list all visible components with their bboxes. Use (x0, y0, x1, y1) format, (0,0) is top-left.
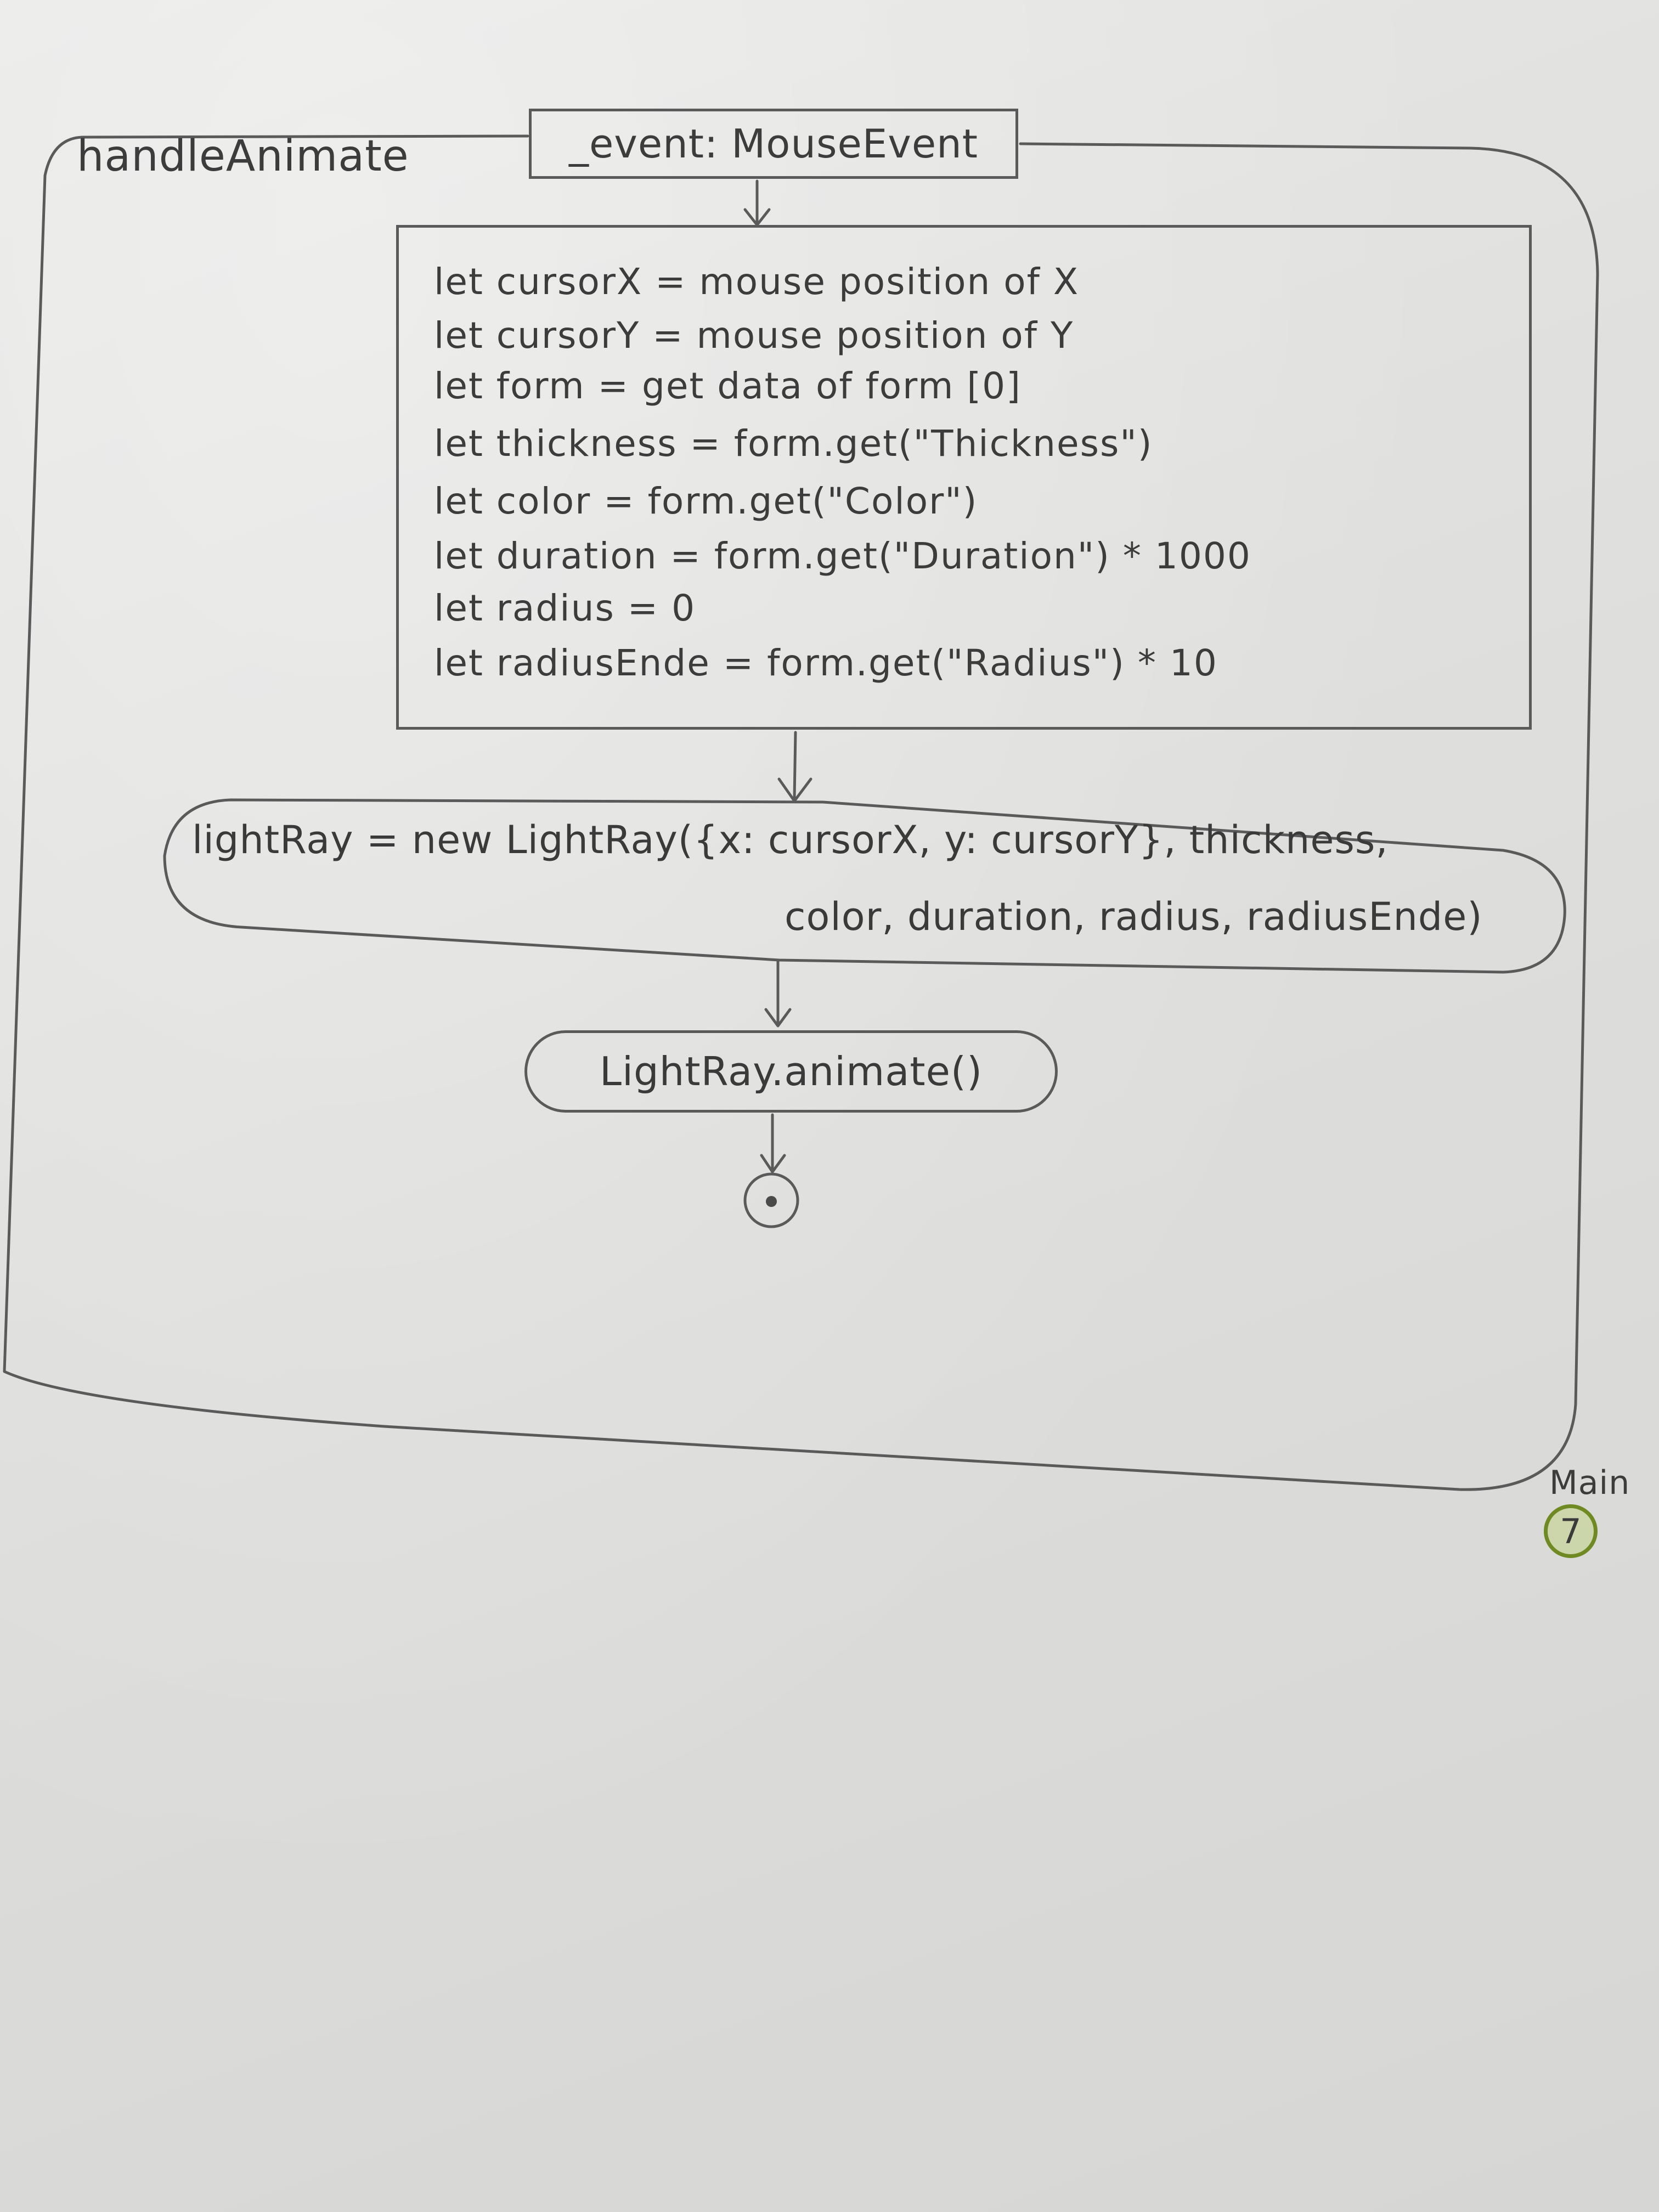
variable-declarations-block: let cursorX = mouse position of X let cu… (396, 225, 1532, 730)
page-number-badge: 7 (1544, 1504, 1598, 1558)
create-action-line-1: lightRay = new LightRay({x: cursorX, y: … (192, 817, 1389, 862)
page-label: Main (1549, 1464, 1630, 1502)
arrow-code-to-create (793, 731, 797, 800)
code-line: let form = get data of form [0] (434, 365, 1022, 407)
final-node-dot (766, 1196, 777, 1207)
code-line: let radius = 0 (434, 587, 696, 629)
arrow-head-3 (764, 1008, 792, 1028)
parameter-label: _event: MouseEvent (568, 121, 979, 167)
code-line: let cursorX = mouse position of X (434, 261, 1080, 303)
animate-action-label: LightRay.animate() (599, 1048, 983, 1094)
code-line: let color = form.get("Color") (434, 480, 978, 522)
arrow-head-4 (760, 1154, 786, 1173)
code-line: let radiusEnde = form.get("Radius") * 10 (434, 642, 1218, 684)
parameter-box: _event: MouseEvent (529, 109, 1018, 179)
code-line: let cursorY = mouse position of Y (434, 314, 1074, 357)
create-action-outline (163, 798, 1566, 974)
activity-frame (3, 134, 1599, 1491)
code-line: let duration = form.get("Duration") * 10… (434, 535, 1251, 577)
final-node-ring (743, 1172, 799, 1228)
animate-action: LightRay.animate() (524, 1030, 1058, 1113)
code-line: let thickness = form.get("Thickness") (434, 422, 1153, 465)
create-action-line-2: color, duration, radius, radiusEnde) (785, 894, 1483, 939)
frame-title: handleAnimate (77, 132, 409, 181)
